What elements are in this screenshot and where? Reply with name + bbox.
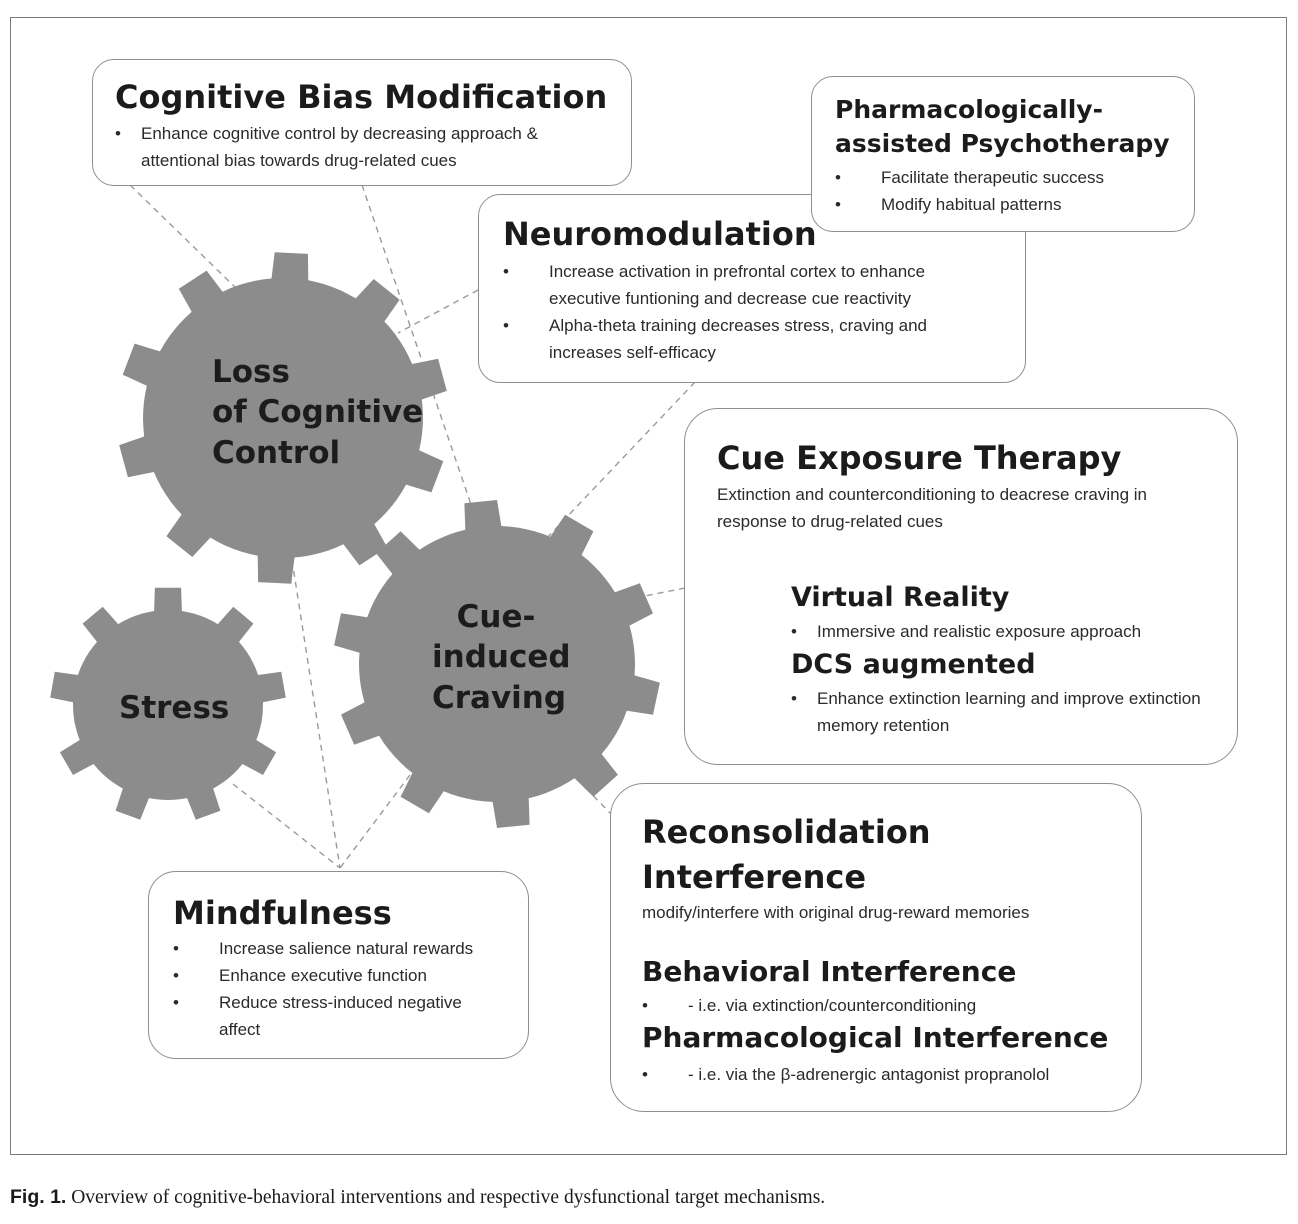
behavioral-interference-title: Behavioral Interference <box>642 955 1017 988</box>
bullet-icon: • <box>835 168 841 187</box>
bullet-item: • Increase activation in prefrontal cort… <box>503 258 943 312</box>
connector-recon-cue <box>577 779 613 816</box>
connector-mind-stress <box>232 783 341 869</box>
bullet-item: • - i.e. via the β-adrenergic antagonist… <box>642 1061 1112 1088</box>
bullet-item: • Modify habitual patterns <box>835 191 1175 218</box>
gear-label-cue: Cue- induced Craving <box>432 597 571 718</box>
gear-label-stress: Stress <box>119 688 229 728</box>
bullet-icon: • <box>835 195 841 214</box>
figure-frame <box>10 17 1287 1155</box>
gear-label-line: Loss <box>212 354 290 390</box>
bullet-icon: • <box>173 993 179 1012</box>
bullet-icon: • <box>115 124 121 143</box>
box-title-line: assisted Psychotherapy <box>835 129 1170 158</box>
connector-mind-loss <box>291 559 341 869</box>
bullet-icon: • <box>503 262 509 281</box>
connector-neuro-loss <box>397 289 479 334</box>
virtual-reality-title: Virtual Reality <box>791 582 1010 613</box>
bullet-text: - i.e. via extinction/counterconditionin… <box>688 996 977 1015</box>
bullet-list: • Increase activation in prefrontal cort… <box>503 258 943 366</box>
bullet-text: - i.e. via the β-adrenergic antagonist p… <box>688 1065 1050 1084</box>
box-cue-exposure-therapy: Cue Exposure Therapy Extinction and coun… <box>684 408 1238 765</box>
box-title: Reconsolidation Interference <box>642 810 931 900</box>
box-reconsolidation-interference: Reconsolidation Interference modify/inte… <box>610 783 1142 1112</box>
bullet-icon: • <box>173 966 179 985</box>
caption-label: Fig. 1. <box>10 1186 67 1208</box>
connector-neuro-cue <box>544 381 696 541</box>
bullet-item: • Immersive and realistic exposure appro… <box>791 618 1211 645</box>
bullet-list: • Immersive and realistic exposure appro… <box>791 618 1211 645</box>
bullet-text: Modify habitual patterns <box>881 195 1062 214</box>
box-title-line: Interference <box>642 858 867 896</box>
bullet-list: • Facilitate therapeutic success • Modif… <box>835 164 1175 218</box>
pharmacological-interference-title: Pharmacological Interference <box>642 1021 1109 1054</box>
bullet-text: Alpha-theta training decreases stress, c… <box>549 316 927 362</box>
bullet-icon: • <box>791 689 797 708</box>
bullet-item: • Increase salience natural rewards <box>173 935 493 962</box>
dcs-augmented-title: DCS augmented <box>791 649 1036 680</box>
bullet-list: • Increase salience natural rewards • En… <box>173 935 493 1043</box>
box-mindfulness: Mindfulness • Increase salience natural … <box>148 871 529 1059</box>
bullet-icon: • <box>642 996 648 1015</box>
bullet-item: • Facilitate therapeutic success <box>835 164 1175 191</box>
box-title-line: Reconsolidation <box>642 813 931 851</box>
box-title: Mindfulness <box>173 894 392 932</box>
box-text: modify/interfere with original drug-rewa… <box>642 903 1030 922</box>
bullet-text: Increase salience natural rewards <box>219 939 474 958</box>
bullet-item: • Enhance executive function <box>173 962 493 989</box>
gear-label-line: Cue- <box>456 599 536 635</box>
box-title: Pharmacologically- assisted Psychotherap… <box>835 93 1170 161</box>
gear-label-loss: Loss of Cognitive Control <box>212 352 423 473</box>
bullet-item: • Enhance cognitive control by decreasin… <box>115 120 555 174</box>
gear-label-line: of Cognitive <box>212 394 424 431</box>
bullet-list: • Enhance cognitive control by decreasin… <box>115 120 555 174</box>
connector-cbm-loss <box>129 184 239 291</box>
box-title: Cognitive Bias Modification <box>115 78 608 116</box>
bullet-text: Enhance cognitive control by decreasing … <box>141 124 538 170</box>
figure-caption: Fig. 1. Overview of cognitive-behavioral… <box>10 1186 825 1209</box>
bullet-icon: • <box>173 939 179 958</box>
bullet-item: • - i.e. via extinction/countercondition… <box>642 992 1112 1019</box>
gear-label-line: Control <box>212 434 341 471</box>
connector-mind-cue <box>339 774 411 869</box>
bullet-item: • Alpha-theta training decreases stress,… <box>503 312 943 366</box>
bullet-item: • Enhance extinction learning and improv… <box>791 685 1211 739</box>
bullet-icon: • <box>642 1065 648 1084</box>
bullet-list: • Enhance extinction learning and improv… <box>791 685 1211 739</box>
box-title: Neuromodulation <box>503 215 817 253</box>
bullet-icon: • <box>503 316 509 335</box>
bullet-icon: • <box>791 622 797 641</box>
bullet-text: Facilitate therapeutic success <box>881 168 1104 187</box>
bullet-list: • - i.e. via the β-adrenergic antagonist… <box>642 1061 1112 1088</box>
bullet-text: Enhance executive function <box>219 966 427 985</box>
bullet-text: Reduce stress-induced negative affect <box>219 993 462 1039</box>
gear-label-line: Craving <box>432 679 567 716</box>
caption-text: Overview of cognitive-behavioral interve… <box>71 1187 826 1208</box>
box-title-line: Pharmacologically- <box>835 95 1103 124</box>
box-pharmacologically-assisted-psychotherapy: Pharmacologically- assisted Psychotherap… <box>811 76 1195 232</box>
gear-label-line: Stress <box>119 690 230 726</box>
bullet-list: • - i.e. via extinction/countercondition… <box>642 992 1112 1019</box>
box-cognitive-bias-modification: Cognitive Bias Modification • Enhance co… <box>92 59 632 186</box>
bullet-text: Immersive and realistic exposure approac… <box>817 622 1142 641</box>
box-title: Cue Exposure Therapy <box>717 439 1122 477</box>
bullet-item: • Reduce stress-induced negative affect <box>173 989 469 1043</box>
bullet-text: Enhance extinction learning and improve … <box>817 689 1201 735</box>
connector-cbm-cue <box>361 184 479 526</box>
gear-label-line: induced <box>432 639 571 676</box>
box-text: Extinction and counterconditioning to de… <box>717 485 1147 531</box>
bullet-text: Increase activation in prefrontal cortex… <box>549 262 926 308</box>
